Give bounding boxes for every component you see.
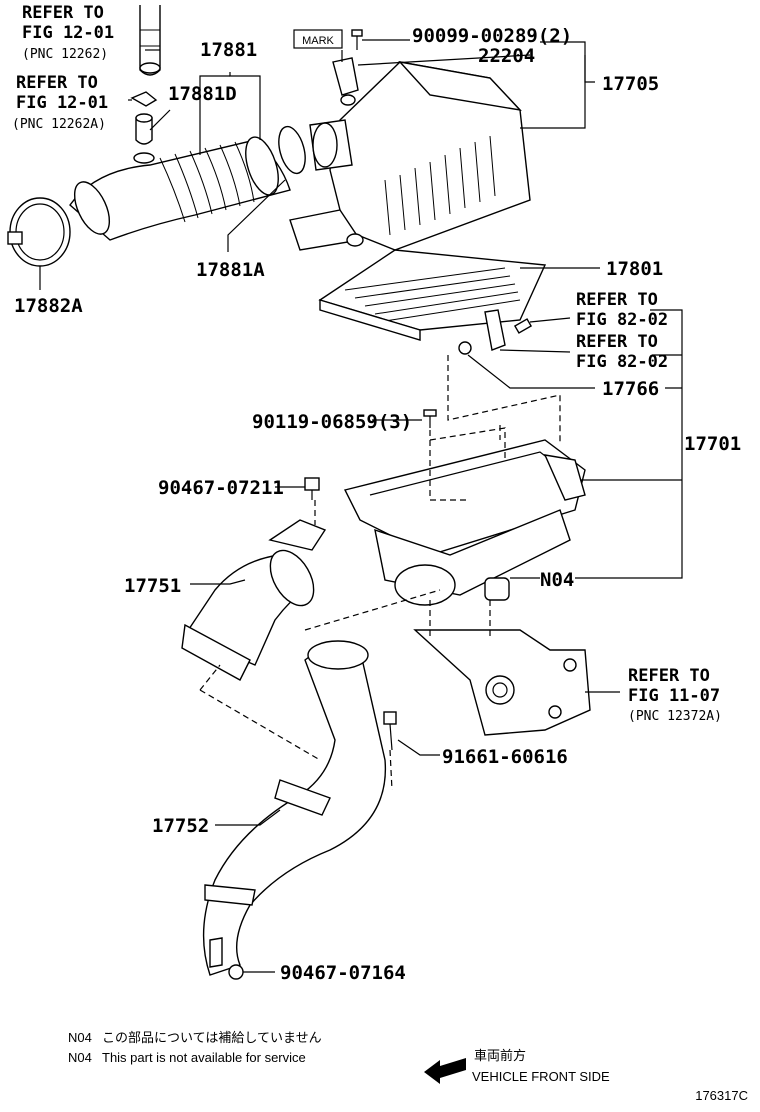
callout-refer-fig-12-01-b: REFER TO FIG 12-01 (PNC 12262A): [12, 73, 108, 132]
callout-refer-fig-11-07: REFER TO FIG 11-07 (PNC 12372A): [628, 666, 722, 724]
label-17881: 17881: [200, 39, 257, 61]
vehicle-front-indicator: 車両前方 VEHICLE FRONT SIDE: [424, 1048, 610, 1084]
callout-refer-line2: FIG 11-07: [628, 686, 720, 706]
label-17752: 17752: [152, 815, 209, 837]
leader-lines: [39, 39, 683, 973]
label-17801: 17801: [606, 258, 663, 280]
label-90467-07164: 90467-07164: [280, 962, 406, 984]
callout-refer-line2: FIG 12-01: [22, 23, 114, 43]
clip-17881D: [130, 91, 158, 107]
clamp-17882A: [7, 197, 71, 267]
callout-refer-line1: REFER TO: [576, 332, 658, 352]
label-90467-07211: 90467-07211: [158, 477, 284, 499]
bolt-refer-82-02: [513, 318, 533, 334]
callout-refer-pnc: (PNC 12372A): [628, 709, 722, 724]
label-n04: N04: [540, 569, 574, 591]
callout-refer-fig-82-02-a: REFER TO FIG 82-02: [576, 290, 668, 330]
fitting-small: [133, 113, 155, 164]
label-17881D: 17881D: [168, 83, 237, 105]
callout-refer-line2: FIG 12-01: [16, 93, 108, 113]
label-17882A: 17882A: [14, 295, 83, 317]
mark-label: MARK: [302, 35, 334, 47]
label-17751: 17751: [124, 575, 181, 597]
clamp-17881A: [278, 125, 306, 175]
note-jp-code: N04: [68, 1030, 92, 1045]
bracket-fig-11-07: [413, 629, 591, 736]
bolt-90119: [423, 409, 437, 428]
note-jp: N04 この部品については補給していません: [68, 1030, 322, 1045]
note-en: N04 This part is not available for servi…: [68, 1050, 306, 1065]
note-en-code: N04: [68, 1050, 92, 1065]
mark-box: MARK: [293, 29, 343, 49]
figure-id: 176317C: [695, 1088, 748, 1103]
hose-stub-top: [139, 5, 161, 76]
callout-refer-pnc: (PNC 12262A): [12, 117, 106, 132]
bolt-91661: [383, 711, 397, 751]
label-90119-06859: 90119-06859(3): [252, 411, 412, 433]
note-en-text: This part is not available for service: [102, 1050, 306, 1065]
duct-17751: [181, 519, 327, 681]
air-cleaner-cap-17705: [289, 60, 531, 251]
sensor-22204: [332, 57, 359, 106]
callout-refer-line1: REFER TO: [22, 3, 104, 23]
callout-refer-pnc: (PNC 12262): [22, 47, 108, 62]
note-jp-text: この部品については補給していません: [102, 1030, 322, 1045]
callout-refer-line1: REFER TO: [628, 666, 710, 686]
bracket-17766: [458, 309, 506, 355]
label-22204: 22204: [478, 45, 535, 67]
callout-refer-fig-12-01-a: REFER TO FIG 12-01 (PNC 12262): [22, 3, 114, 62]
direction-jp: 車両前方: [474, 1048, 526, 1063]
callout-refer-line2: FIG 82-02: [576, 352, 668, 372]
air-cleaner-case-17701: [343, 439, 586, 606]
callout-refer-line1: REFER TO: [16, 73, 98, 93]
callout-refer-line1: REFER TO: [576, 290, 658, 310]
label-17705: 17705: [602, 73, 659, 95]
label-17766: 17766: [602, 378, 659, 400]
callout-refer-line2: FIG 82-02: [576, 310, 668, 330]
label-17881A: 17881A: [196, 259, 265, 281]
direction-en: VEHICLE FRONT SIDE: [472, 1069, 610, 1084]
callout-refer-fig-82-02-b: REFER TO FIG 82-02: [576, 332, 668, 372]
duct-17752: [202, 640, 387, 976]
screw-90099: [351, 29, 363, 50]
intake-hose-17881: [69, 136, 291, 241]
clip-90467-07164: [228, 964, 244, 980]
label-90099-00289: 90099-00289(2): [412, 25, 572, 47]
mount-n04: [484, 577, 510, 601]
label-17701: 17701: [684, 433, 741, 455]
arrow-left-icon: [424, 1058, 466, 1084]
bolt-90467-07211: [304, 477, 320, 500]
label-91661-60616: 91661-60616: [442, 746, 568, 768]
dashed-guides: [199, 355, 561, 791]
filter-element-17801: [318, 249, 547, 341]
